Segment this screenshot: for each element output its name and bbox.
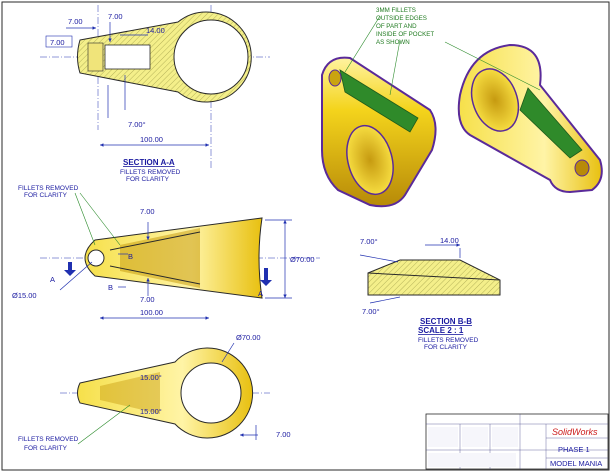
bottom-angle-1: 15.00° — [140, 373, 162, 382]
section-bb-scale: SCALE 2 : 1 — [418, 326, 464, 335]
front-dim-100: 100.00 — [140, 308, 163, 317]
front-fillet-note-2: FOR CLARITY — [24, 192, 68, 199]
bottom-view-bore — [180, 362, 242, 424]
section-bb-title: SECTION B-B — [420, 317, 472, 326]
cut-a-right: A — [258, 289, 263, 298]
iso-note-line-3: OF PART AND — [376, 23, 417, 30]
iso-note-line-1: 3MM FILLETS — [376, 7, 416, 14]
bottom-fillet-note-1: FILLETS REMOVED — [18, 436, 79, 443]
front-dim-7-bot: 7.00 — [140, 295, 155, 304]
title-block: SolidWorks PHASE 1 MODEL MANIA — [425, 413, 609, 470]
iso-left-pocket — [339, 69, 419, 133]
front-dim-70: Ø70.00 — [290, 255, 315, 264]
iso-note-line-4: INSIDE OF POCKET — [376, 31, 434, 38]
iso-note: 3MM FILLETS OUTSIDE EDGES OF PART AND IN… — [344, 7, 541, 96]
iso-right-small-hole — [574, 159, 590, 177]
dim-aa-7-top: 7.00 — [68, 17, 83, 26]
section-aa-title: SECTION A-A — [123, 158, 175, 167]
cut-a-left: A — [50, 275, 55, 284]
front-fillet-note-1: FILLETS REMOVED — [18, 185, 79, 192]
section-aa-bore — [173, 19, 249, 95]
cut-b-upper: B — [128, 252, 133, 261]
title-phase: PHASE 1 — [558, 445, 590, 454]
cut-b-lower: B — [108, 283, 113, 292]
section-bb-note-1: FILLETS REMOVED — [418, 337, 479, 344]
title-name: MODEL MANIA — [550, 459, 602, 468]
section-aa-note-1: FILLETS REMOVED — [120, 169, 181, 176]
section-aa-view: 7.00 7.00 14.00 7.00 7.00° 100.00 SECTIO… — [40, 5, 270, 183]
dim-aa-7-box-text: 7.00 — [50, 38, 65, 47]
iso-right-bore — [470, 68, 520, 132]
bottom-angle-2: 15.00° — [140, 407, 162, 416]
bottom-dim-7: 7.00 — [276, 430, 291, 439]
section-bb-note-2: FOR CLARITY — [424, 344, 468, 351]
iso-note-line-5: AS SHOWN — [376, 39, 410, 46]
dim-aa-14: 14.00 — [146, 26, 165, 35]
bb-angle-bot: 7.00° — [362, 307, 380, 316]
bottom-view: Ø70.00 15.00° 15.00° 7.00 FILLETS REMOVE… — [18, 333, 291, 452]
iso-right-pocket — [519, 87, 583, 159]
section-bb-body — [367, 259, 501, 296]
dim-aa-angle: 7.00° — [128, 120, 146, 129]
bb-angle-top: 7.00° — [360, 237, 378, 246]
dim-aa-7-mid: 7.00 — [108, 12, 123, 21]
dim-aa-7-box — [45, 35, 73, 48]
title-brand: SolidWorks — [552, 427, 598, 437]
front-view: FILLETS REMOVED FOR CLARITY 7.00 7.00 Ø7… — [12, 185, 320, 320]
section-aa-note-2: FOR CLARITY — [126, 176, 170, 183]
section-aa-pocket — [104, 44, 151, 70]
dim-aa-100: 100.00 — [140, 135, 163, 144]
bottom-fillet-note-2: FOR CLARITY — [24, 445, 68, 452]
isometric-view-right — [457, 43, 603, 194]
front-dim-15: Ø15.00 — [12, 291, 37, 300]
isometric-view-left — [321, 56, 437, 208]
front-dim-7-top: 7.00 — [140, 207, 155, 216]
bb-dim-14: 14.00 — [440, 236, 459, 245]
iso-note-line-2: OUTSIDE EDGES — [376, 15, 427, 22]
bottom-dim-70: Ø70.00 — [236, 333, 261, 342]
section-bb-view: 7.00° 14.00 7.00° SECTION B-B SCALE 2 : … — [359, 236, 501, 351]
iso-left-bore — [346, 124, 394, 196]
